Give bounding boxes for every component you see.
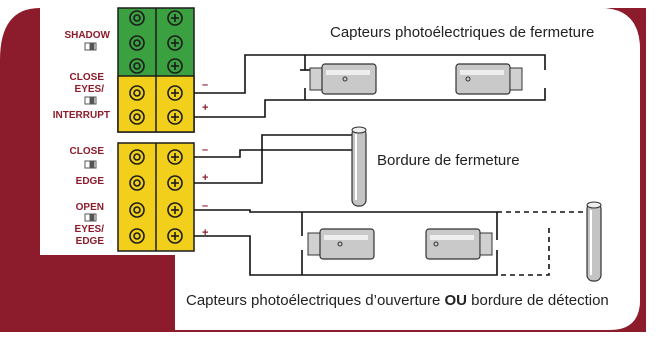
caption-opening-bold: OU (445, 292, 468, 309)
detection-edge-sensor (586, 201, 602, 282)
caption-closing-sensors: Capteurs photoélectriques de fermeture (330, 24, 594, 41)
terminal-screws (129, 10, 183, 244)
polarity-plus-1: + (202, 102, 208, 114)
label-interrupt: INTERRUPT (53, 110, 110, 121)
label-open-eyes-1: OPEN (76, 202, 104, 213)
polarity-minus-2: – (202, 144, 208, 156)
caption-opening-part2: bordure de détection (467, 292, 609, 309)
label-close-eyes-2: EYES/ (75, 84, 105, 95)
label-shadow: SHADOW (64, 30, 110, 41)
closing-sensor-right (455, 63, 523, 95)
polarity-minus-3: – (202, 200, 208, 212)
optional-wires (497, 211, 594, 276)
caption-opening: Capteurs photoélectriques d’ouverture OU… (186, 292, 609, 309)
polarity-plus-3: + (202, 227, 208, 239)
opening-sensor-left (307, 228, 375, 260)
label-close-edge-1: CLOSE (70, 146, 105, 157)
label-close-eyes-1: CLOSE (70, 72, 105, 83)
opening-sensor-right (425, 228, 493, 260)
caption-closing-edge: Bordure de fermeture (377, 152, 520, 169)
terminal-label-panel (40, 8, 120, 255)
polarity-minus-1: – (202, 79, 208, 91)
label-open-eyes-3: EDGE (76, 236, 105, 247)
closing-edge-sensor (351, 126, 367, 207)
label-close-edge-2: EDGE (76, 176, 105, 187)
closing-sensor-left (309, 63, 377, 95)
caption-opening-part1: Capteurs photoélectriques d’ouverture (186, 292, 445, 309)
wires (194, 54, 546, 276)
polarity-plus-2: + (202, 172, 208, 184)
label-open-eyes-2: EYES/ (75, 224, 105, 235)
